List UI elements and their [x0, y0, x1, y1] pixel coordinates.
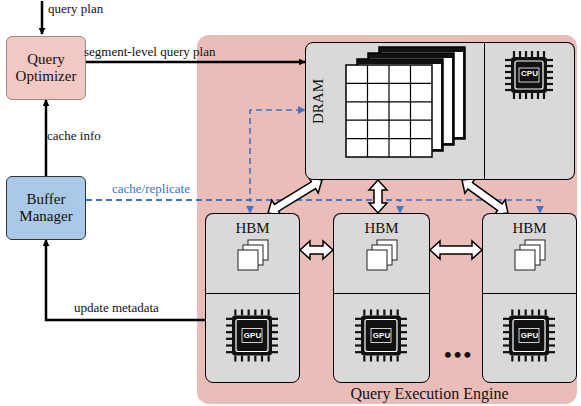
node-label: GPU: [206, 331, 299, 340]
node-label: HBM: [334, 220, 429, 237]
control-connector: [46, 240, 205, 320]
data-transfer-arrow: [300, 241, 333, 259]
region-ground: [197, 35, 577, 404]
data-transfer-arrow: [369, 180, 387, 213]
node-label: CPU: [485, 69, 574, 78]
gpu-box: GPU: [205, 293, 300, 383]
node-illustration: [306, 43, 483, 178]
data-transfer-arrow: [462, 179, 508, 215]
gpu-box: GPU: [482, 293, 577, 383]
dram-box: DRAM: [305, 42, 485, 180]
node-label: HBM: [483, 220, 576, 237]
hbm-box: HBM: [333, 213, 430, 293]
cache-connector: [86, 200, 540, 213]
gpu-box: GPU: [333, 293, 430, 383]
data-transfer-arrow: [268, 178, 322, 216]
input-arrow: [41, 1, 44, 34]
node-label: HBM: [206, 220, 299, 237]
buffer-manager-box: Buffer Manager: [6, 176, 86, 240]
input-label: query plan: [48, 1, 103, 17]
data-transfer-arrow: [430, 241, 482, 259]
cache-connector: [86, 200, 400, 213]
ellipsis-mark: •••: [444, 342, 473, 368]
cache-connector: [86, 110, 305, 200]
hbm-box: HBM: [205, 213, 300, 293]
node-label: DRAM: [310, 72, 327, 132]
edge-label: cache/replicate: [112, 181, 190, 197]
engine-region: Query Execution Engine DRAM CPU HBM GPU HBM GP…: [197, 35, 577, 404]
node-label: GPU: [483, 331, 576, 340]
node-illustration: [485, 43, 573, 178]
node-label: Buffer Manager: [7, 191, 85, 226]
edge-label: cache info: [47, 128, 101, 144]
node-label: Query Optimizer: [7, 51, 85, 86]
optimizer-box: Query Optimizer: [6, 36, 86, 100]
node-label: Query Execution Engine: [282, 385, 577, 403]
edge-label: segment-level query plan: [84, 44, 215, 60]
cpu-box: CPU: [485, 42, 575, 180]
node-label: GPU: [334, 331, 429, 340]
cache-connector: [86, 200, 250, 213]
hbm-box: HBM: [482, 213, 577, 293]
control-connector: [45, 100, 48, 176]
control-connector: [86, 61, 305, 64]
edge-label: update metadata: [74, 300, 159, 316]
